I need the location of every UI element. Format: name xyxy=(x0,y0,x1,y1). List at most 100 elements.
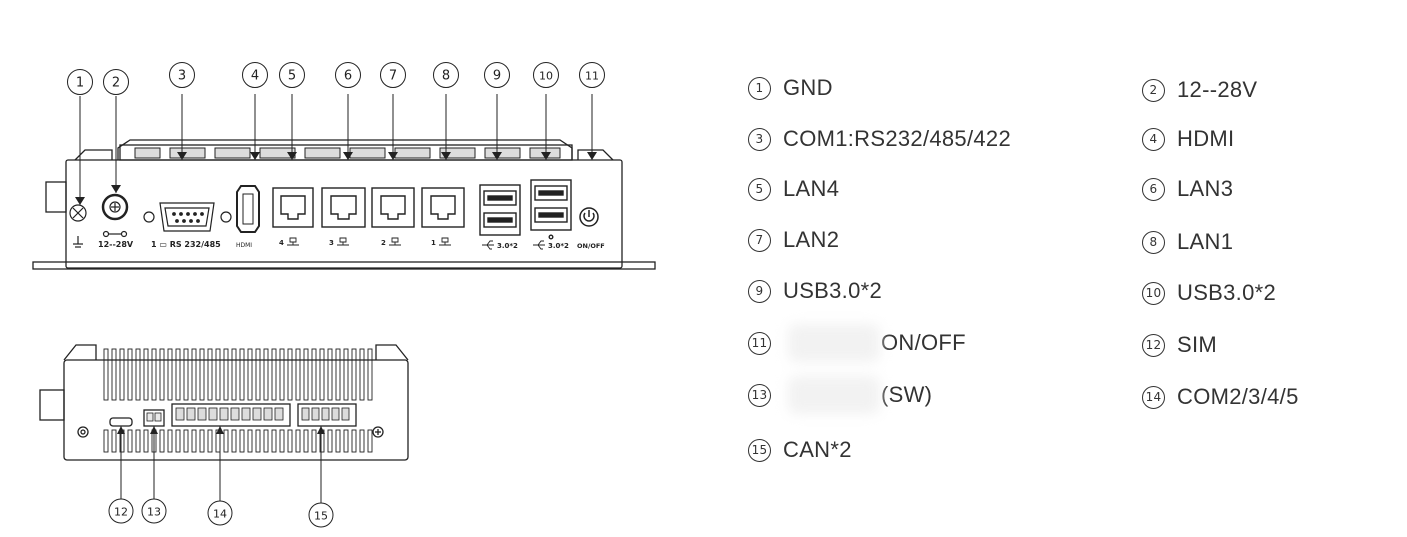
bottom-callouts: 12 13 14 15 xyxy=(108,498,334,528)
callout-7-circle xyxy=(380,62,406,88)
callout-11: 11 xyxy=(585,70,599,83)
callout-4-circle xyxy=(242,62,268,88)
front-panel-drawing: 12--28V 1 ▭ RS 232/485 HDMI xyxy=(32,62,656,270)
legend-label: USB3.0*2 xyxy=(1177,280,1277,305)
lan3-port-icon xyxy=(321,187,366,228)
usb-b-label: 3.0*2 xyxy=(548,242,569,250)
legend-label: USB3.0*2 xyxy=(783,278,883,303)
legend-item-3: 3 COM1:RS232/485/422 xyxy=(748,126,1011,152)
lan2-port-icon xyxy=(371,187,415,228)
callout-3: 3 xyxy=(178,69,186,84)
legend-label: LAN2 xyxy=(783,227,840,252)
callout-11-circle xyxy=(579,62,605,88)
legend-number: 4 xyxy=(1142,127,1165,151)
legend-number: 14 xyxy=(1142,385,1165,409)
callout-15-circle xyxy=(308,502,334,528)
rear-fins-top xyxy=(103,348,373,401)
lan3-label: 3 xyxy=(329,239,334,247)
callout-6-circle xyxy=(335,62,361,88)
callout-9: 9 xyxy=(493,69,501,84)
callout-13: 13 xyxy=(147,506,161,519)
legend-number: 10 xyxy=(1142,281,1165,305)
lan1-label: 1 xyxy=(431,239,436,247)
legend-label: 12--28V xyxy=(1177,77,1258,102)
callout-15: 15 xyxy=(314,510,328,523)
legend-item-14: 14 COM2/3/4/5 xyxy=(1142,384,1299,410)
callout-2: 2 xyxy=(112,76,120,91)
legend-item-8: 8 LAN1 xyxy=(1142,229,1233,255)
callout-14: 14 xyxy=(213,508,227,521)
callout-1-circle xyxy=(67,69,93,95)
legend-number: 3 xyxy=(748,127,771,151)
network-symbol-icons xyxy=(287,237,451,246)
legend-number: 13 xyxy=(748,383,771,407)
legend-item-13: 13 (SW) xyxy=(748,376,933,414)
redacted-patch xyxy=(788,376,880,414)
callout-9-circle xyxy=(484,62,510,88)
com-terminal-block xyxy=(175,407,284,421)
com-label: 1 ▭ RS 232/485 xyxy=(151,240,221,249)
legend-number: 12 xyxy=(1142,333,1165,357)
dc-in-label: 12--28V xyxy=(98,240,134,249)
callout-1: 1 xyxy=(76,76,84,91)
callout-3-circle xyxy=(169,62,195,88)
legend-label: LAN4 xyxy=(783,176,840,201)
callout-4: 4 xyxy=(251,69,259,84)
rear-panel-drawing: 12 13 14 15 xyxy=(39,344,409,528)
legend-item-11: 11 ON/OFF xyxy=(748,324,966,362)
callout-13-circle xyxy=(141,498,167,524)
dc-jack-icon xyxy=(101,193,129,238)
hdmi-label: HDMI xyxy=(236,242,252,249)
legend-item-10: 10 USB3.0*2 xyxy=(1142,280,1276,306)
callout-8-circle xyxy=(433,62,459,88)
legend-item-5: 5 LAN4 xyxy=(748,176,839,202)
legend-number: 15 xyxy=(748,438,771,462)
can-terminal-block xyxy=(301,407,350,421)
legend-item-6: 6 LAN3 xyxy=(1142,176,1233,202)
legend-label: (SW) xyxy=(881,382,933,407)
legend-number: 8 xyxy=(1142,230,1165,254)
legend-label: LAN3 xyxy=(1177,176,1234,201)
legend-item-1: 1 GND xyxy=(748,75,833,101)
legend-label: COM1:RS232/485/422 xyxy=(783,126,1011,151)
callout-5: 5 xyxy=(288,69,296,84)
legend-label: COM2/3/4/5 xyxy=(1177,384,1299,409)
legend-label: GND xyxy=(783,75,833,100)
usb-symbol-icons xyxy=(482,240,545,250)
callout-10-circle xyxy=(533,62,559,88)
legend-label: ON/OFF xyxy=(881,330,966,355)
legend-label: HDMI xyxy=(1177,126,1235,151)
usb-stack-a-icon xyxy=(479,184,521,236)
legend-item-2: 2 12--28V xyxy=(1142,77,1257,103)
usb-stack-b-icon xyxy=(530,179,572,240)
legend-number: 1 xyxy=(748,76,771,100)
legend-label: CAN*2 xyxy=(783,437,852,462)
legend-number: 7 xyxy=(748,228,771,252)
legend-label: SIM xyxy=(1177,332,1218,357)
db9-port-icon xyxy=(143,202,232,232)
legend-number: 5 xyxy=(748,177,771,201)
callout-6: 6 xyxy=(344,69,352,84)
legend-label: LAN1 xyxy=(1177,229,1234,254)
lan2-label: 2 xyxy=(381,239,386,247)
legend-number: 9 xyxy=(748,279,771,303)
callout-7: 7 xyxy=(389,69,397,84)
legend-item-4: 4 HDMI xyxy=(1142,126,1234,152)
callout-14-circle xyxy=(207,500,233,526)
callout-12-circle xyxy=(108,498,134,524)
callout-12: 12 xyxy=(114,506,128,519)
power-button-icon xyxy=(579,207,599,227)
hdmi-port-icon xyxy=(236,185,260,233)
legend-item-12: 12 SIM xyxy=(1142,332,1217,358)
legend-number: 6 xyxy=(1142,177,1165,201)
legend-number: 11 xyxy=(748,331,771,355)
callout-8: 8 xyxy=(442,69,450,84)
usb-a-label: 3.0*2 xyxy=(497,242,518,250)
rear-fins-bottom xyxy=(103,429,373,453)
lan4-label: 4 xyxy=(279,239,284,247)
legend-number: 2 xyxy=(1142,78,1165,102)
redacted-patch xyxy=(788,324,880,362)
lan1-port-icon xyxy=(421,187,465,228)
